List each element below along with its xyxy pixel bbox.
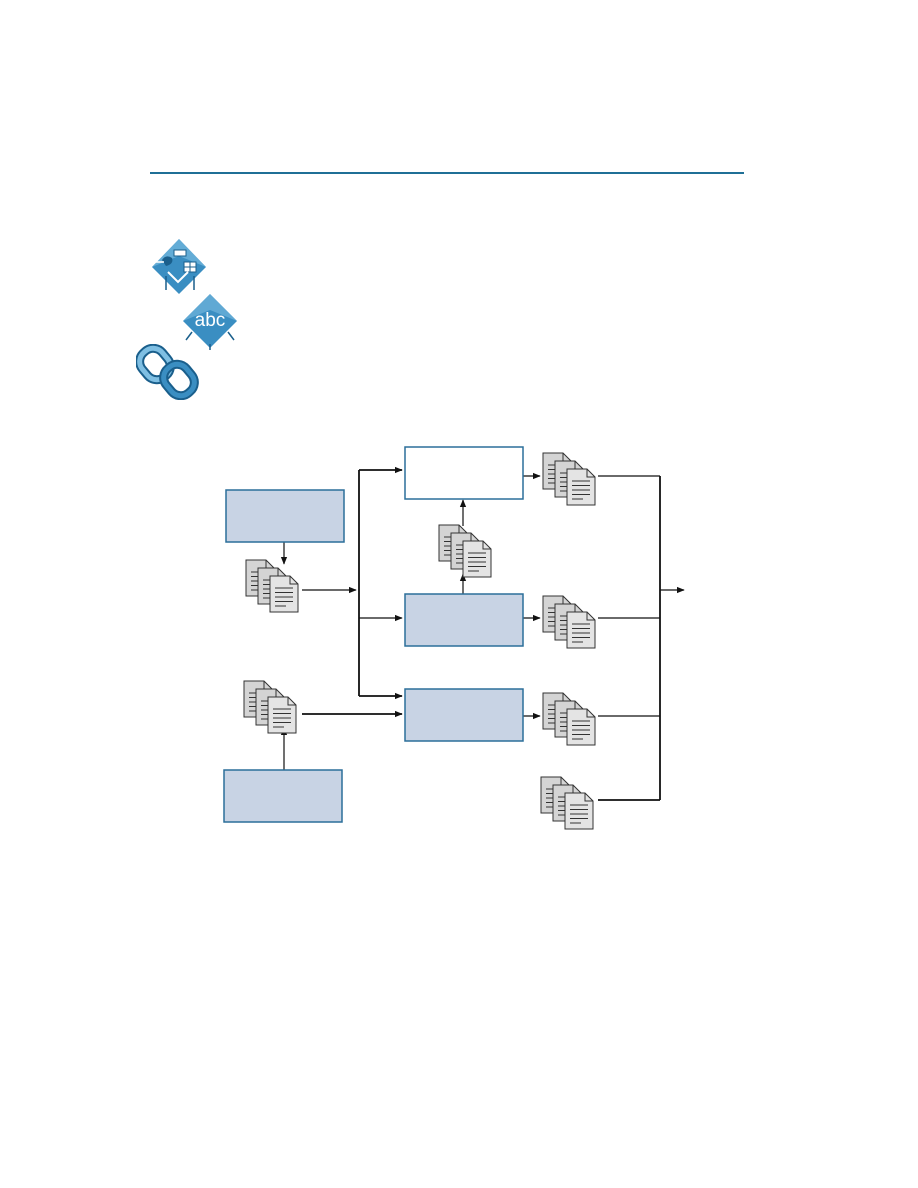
- input-docs-lower: [243, 680, 297, 734]
- connectors: [280, 466, 685, 801]
- screen-mouse-icon: [152, 239, 206, 294]
- top-center-process-box: [404, 446, 524, 500]
- abc-icon-text: abc: [195, 310, 226, 331]
- lower-center-process-box: [404, 688, 524, 742]
- header-rule: [150, 172, 744, 174]
- output-docs-1: [542, 452, 596, 506]
- abc-text-icon: abc: [183, 294, 237, 350]
- chain-link-icon: [136, 344, 199, 400]
- bottom-left-process-box: [223, 769, 343, 823]
- middle-center-process-box: [404, 593, 524, 647]
- output-docs-2: [542, 595, 596, 649]
- output-docs-4: [540, 776, 594, 830]
- process-boxes: [223, 446, 524, 823]
- document-stacks: [243, 452, 596, 830]
- output-docs-3: [542, 692, 596, 746]
- intermediate-docs: [438, 524, 492, 578]
- top-left-process-box: [225, 489, 345, 543]
- input-docs-upper: [245, 559, 299, 613]
